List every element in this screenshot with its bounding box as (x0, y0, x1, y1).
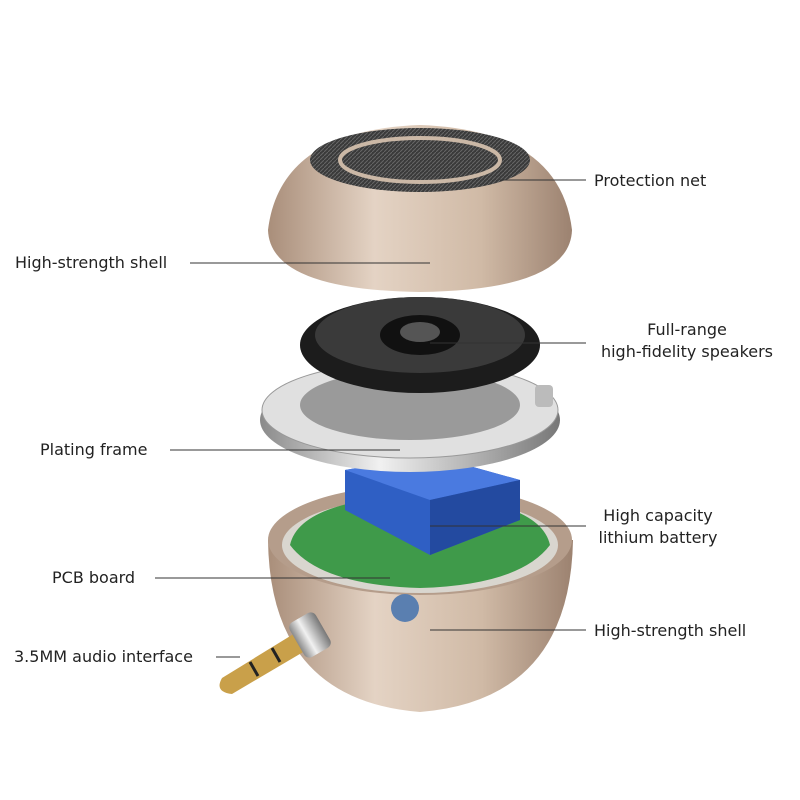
label-speakers-line1: Full-range (647, 320, 727, 339)
label-battery-line2: lithium battery (598, 528, 718, 547)
label-battery: High capacity lithium battery (590, 505, 726, 549)
label-top-shell: High-strength shell (15, 253, 168, 272)
label-audio-interface: 3.5MM audio interface (14, 647, 193, 666)
label-speakers-line2: high-fidelity speakers (600, 342, 774, 361)
plating-frame (260, 361, 560, 472)
label-plating-frame: Plating frame (40, 440, 148, 459)
battery (345, 455, 520, 555)
audio-jack (219, 612, 331, 694)
label-battery-line1: High capacity (603, 506, 713, 525)
label-speakers: Full-range high-fidelity speakers (592, 319, 782, 363)
speaker-driver (300, 297, 540, 393)
top-shell (268, 125, 572, 292)
label-pcb: PCB board (52, 568, 136, 587)
label-bottom-shell: High-strength shell (594, 621, 747, 640)
label-protection-net: Protection net (594, 171, 707, 190)
leader-lines (155, 179, 586, 658)
